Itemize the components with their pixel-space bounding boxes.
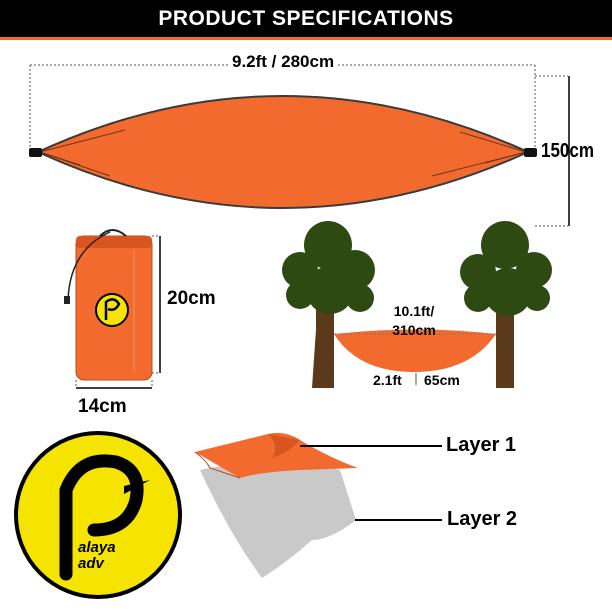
hammock-width-label: 150cm [541,140,594,162]
logo-text-line1: alaya [78,539,116,556]
hang-length-ft: 10.1ft/ [393,303,435,319]
brand-logo-icon: alaya adv [14,431,182,599]
tree-icon [282,221,375,388]
page-title: PRODUCT SPECIFICATIONS [158,6,454,30]
hang-length-cm: 310cm [392,322,436,338]
hang-length-label: 10.1ft/ 310cm [384,302,444,340]
header-banner: PRODUCT SPECIFICATIONS [0,0,612,40]
sag-ft-label: 2.1ft [373,372,402,388]
stuff-sack-icon [64,229,153,381]
logo-text-line2: adv [78,555,106,572]
tree-icon [460,221,552,388]
bag-dimension-lines [75,235,160,388]
bag-height-label: 20cm [167,288,216,309]
layer1-label: Layer 1 [446,434,517,456]
hung-hammock-icon [334,329,496,385]
hammock-length-label: 9.2ft / 280cm [228,52,339,72]
layer2-label: Layer 2 [447,508,518,530]
sag-cm-label: 65cm [424,372,460,388]
fabric-layers-icon [194,432,358,578]
bag-width-label: 14cm [78,396,127,417]
hammock-icon [29,95,537,209]
